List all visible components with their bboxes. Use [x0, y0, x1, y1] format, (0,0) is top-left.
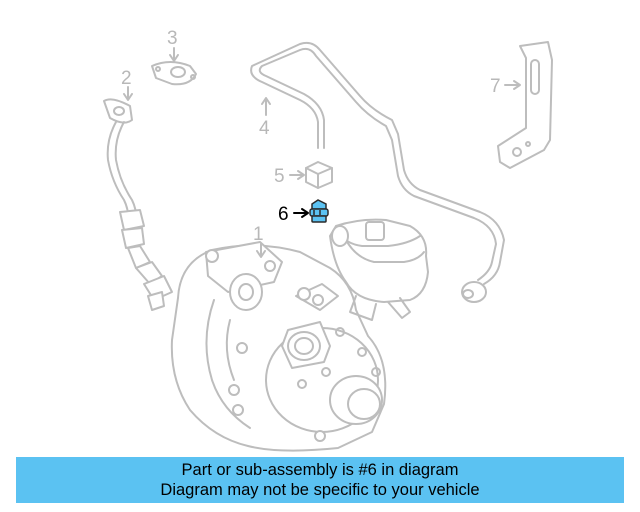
callout-4: 4	[259, 118, 270, 139]
part-1-turbocharger	[170, 241, 387, 452]
banner-part-line: Part or sub-assembly is #6 in diagram	[181, 461, 459, 479]
info-banner: Part or sub-assembly is #6 in diagram Di…	[16, 457, 624, 503]
part-2-oil-feed-line	[103, 98, 173, 311]
leader-arrows	[123, 47, 521, 258]
leader-arrow-6	[293, 208, 309, 218]
wastegate-actuator	[329, 218, 429, 321]
callout-3: 3	[167, 28, 178, 49]
callout-1: 1	[253, 224, 264, 245]
part-5-nut	[305, 161, 333, 189]
part-6-fitting	[309, 199, 329, 223]
part-4-oil-return-pipe	[250, 41, 505, 303]
callout-5: 5	[274, 166, 285, 187]
banner-disclaimer-line: Diagram may not be specific to your vehi…	[160, 481, 480, 499]
callout-2: 2	[121, 68, 132, 89]
part-7-bracket	[497, 41, 553, 169]
callout-6: 6	[278, 204, 289, 225]
callout-7: 7	[490, 76, 501, 97]
part-3-gasket	[151, 61, 197, 86]
